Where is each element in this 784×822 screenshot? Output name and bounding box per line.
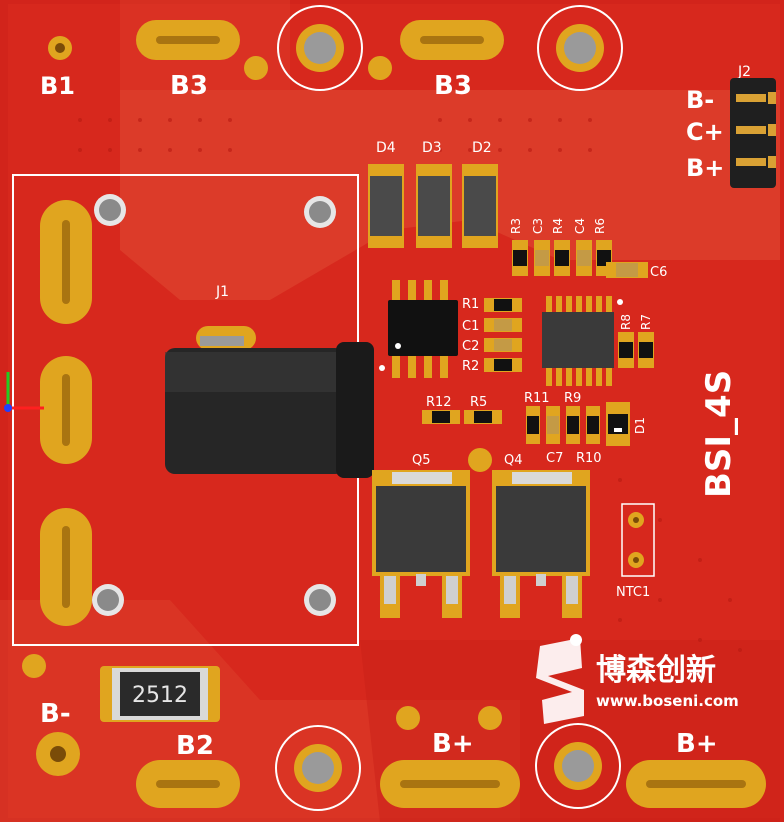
- label-r1: R1: [462, 297, 479, 312]
- cap-c6: [606, 262, 648, 278]
- board-name: BSI_4S: [699, 370, 739, 498]
- label-c4: C4: [573, 218, 587, 234]
- pad-slot: [646, 780, 746, 788]
- label-b1: B1: [40, 72, 75, 100]
- label-r7: R7: [639, 314, 653, 330]
- dc-jack-highlight: [165, 352, 345, 392]
- pin1-marker: [617, 299, 623, 305]
- shunt-resistor: [100, 666, 220, 722]
- pad-slot: [156, 36, 220, 44]
- label-r12: R12: [426, 395, 452, 410]
- via-pad: [468, 448, 492, 472]
- pad-slot: [400, 780, 500, 788]
- label-r4: R4: [551, 218, 565, 234]
- label-d1: D1: [633, 417, 647, 434]
- label-r8: R8: [619, 314, 633, 330]
- diode-d2: [462, 164, 498, 248]
- label-r2: R2: [462, 359, 479, 374]
- mounting-hole: [277, 5, 363, 91]
- label-r11: R11: [524, 391, 550, 406]
- label-c3: C3: [531, 218, 545, 234]
- pin1-marker: [379, 365, 385, 371]
- label-b3-left: B3: [170, 71, 208, 101]
- j1-pin: [200, 336, 244, 346]
- brand-url: www.boseni.com: [596, 692, 739, 710]
- via-pad: [368, 56, 392, 80]
- label-c1: C1: [462, 319, 479, 334]
- label-d3: D3: [422, 140, 442, 156]
- label-ntc1: NTC1: [616, 585, 650, 600]
- via-pad: [22, 654, 46, 678]
- label-b-plus-right: B+: [676, 729, 718, 759]
- pad-b-minus: [36, 732, 80, 776]
- diode-d1: [606, 402, 630, 446]
- pad-slot: [420, 36, 484, 44]
- mounting-hole: [275, 725, 361, 811]
- smd-row-top: [512, 240, 612, 276]
- mounting-hole: [537, 5, 623, 91]
- label-d4: D4: [376, 140, 396, 156]
- dc-jack-ring: [336, 342, 374, 478]
- label-j2-b-minus: B-: [686, 86, 714, 114]
- j1-holes-inner: [97, 199, 331, 611]
- label-j2-b-plus: B+: [686, 154, 724, 182]
- smd-r12-r5: [422, 410, 502, 424]
- label-c2: C2: [462, 339, 479, 354]
- label-q4: Q4: [504, 453, 523, 468]
- via-field: [78, 118, 742, 652]
- label-b-minus-bottom: B-: [40, 699, 71, 729]
- j1-slot-pads: [40, 200, 92, 626]
- label-q5: Q5: [412, 453, 431, 468]
- ic-u1: [388, 280, 458, 378]
- label-j2: J2: [737, 64, 751, 80]
- pad-slot: [156, 780, 220, 788]
- label-r9: R9: [564, 391, 581, 406]
- axis-gizmo: [4, 372, 44, 412]
- smd-column-r1-r2: [484, 298, 522, 372]
- via-pad: [244, 56, 268, 80]
- brand-name-cn: 博森创新: [596, 653, 716, 688]
- ic-u2: [542, 296, 614, 386]
- label-r3: R3: [509, 218, 523, 234]
- resistor-code: 2512: [132, 683, 188, 708]
- label-b-plus-mid: B+: [432, 729, 474, 759]
- diode-d3: [416, 164, 452, 248]
- via-pad: [478, 706, 502, 730]
- label-c7: C7: [546, 451, 563, 466]
- label-c6: C6: [650, 265, 667, 280]
- mosfet-q5: [372, 470, 470, 618]
- label-d2: D2: [472, 140, 492, 156]
- label-b3-right: B3: [434, 71, 472, 101]
- label-j1: J1: [215, 284, 229, 300]
- brand-logo: [536, 634, 584, 724]
- j2-pins: [736, 92, 776, 168]
- label-r6: R6: [593, 218, 607, 234]
- label-r5: R5: [470, 395, 487, 410]
- label-b2: B2: [176, 731, 214, 761]
- ntc1-outline: [621, 503, 655, 577]
- smd-r8-r7: [618, 332, 654, 368]
- pad-b1: [48, 36, 72, 60]
- mosfet-q4: [492, 470, 590, 618]
- mounting-hole: [535, 723, 621, 809]
- via-pad: [396, 706, 420, 730]
- label-r10: R10: [576, 451, 602, 466]
- label-j2-c-plus: C+: [686, 118, 724, 146]
- smd-row-lower: [526, 406, 600, 444]
- diode-d4: [368, 164, 404, 248]
